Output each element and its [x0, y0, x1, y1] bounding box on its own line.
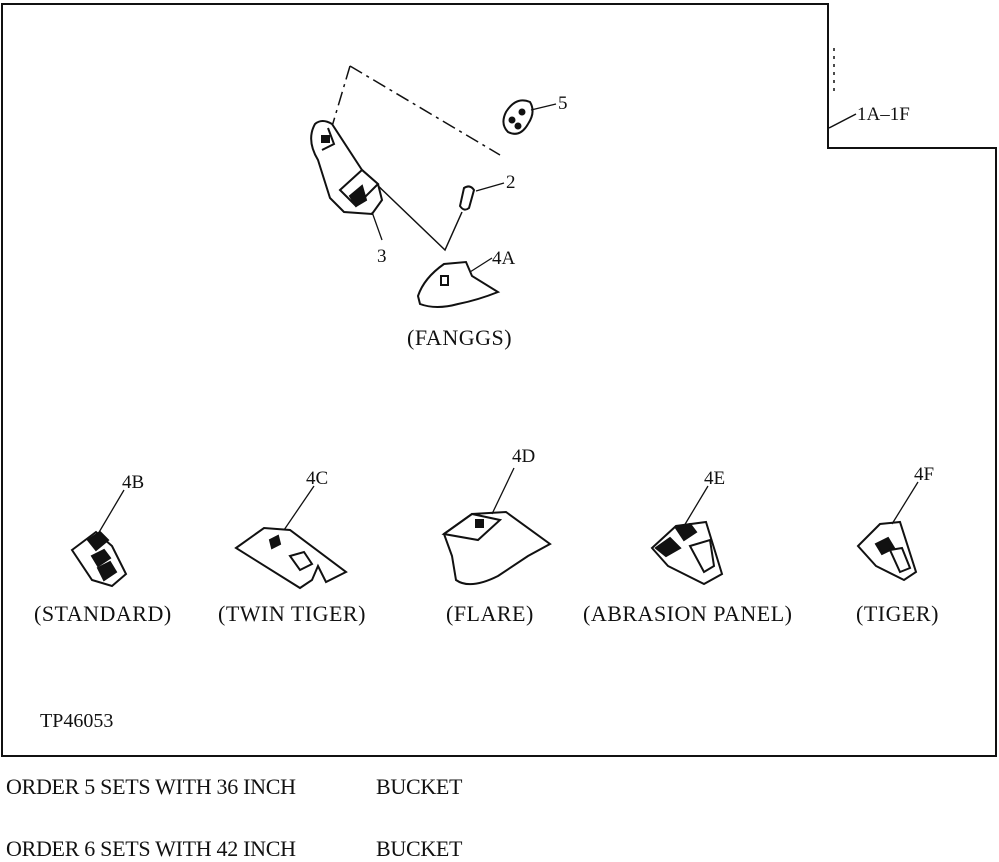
caption-flare: (FLARE): [446, 601, 534, 626]
figure-id: TP46053: [40, 710, 113, 732]
caption-standard: (STANDARD): [34, 601, 172, 626]
lock-part: [502, 99, 534, 135]
flare-tooth: [441, 510, 552, 586]
callout-4a: 4A: [492, 248, 516, 269]
twin-tiger-tooth: [234, 526, 348, 590]
callout-leader-5: [530, 103, 557, 111]
callout-leader-3: [371, 211, 383, 241]
order-note-42-text: ORDER 6 SETS WITH 42 INCH: [6, 836, 296, 861]
callout-4e: 4E: [704, 468, 725, 489]
assembly-line: [327, 65, 501, 156]
diagram-frame: [1, 3, 997, 757]
tiger-tooth: [856, 520, 918, 582]
callout-4c: 4C: [306, 468, 328, 489]
order-note-36-unit: BUCKET: [376, 774, 463, 799]
abrasion-panel-tooth: [650, 520, 724, 586]
order-note-36-text: ORDER 5 SETS WITH 36 INCH: [6, 774, 296, 799]
callout-leader-2: [475, 182, 505, 192]
callout-leader-4d: [491, 467, 515, 515]
callout-2: 2: [506, 172, 516, 193]
group-leader-line: [828, 113, 857, 129]
caption-abrasion-panel: (ABRASION PANEL): [583, 601, 792, 626]
callout-leader-4e: [683, 485, 709, 527]
callout-leader-4c: [283, 485, 315, 531]
group-label: 1A–1F: [857, 104, 910, 125]
fanggs-tooth: [416, 260, 501, 308]
order-note-36: ORDER 5 SETS WITH 36 INCH BUCKET: [6, 774, 463, 800]
callout-leader-4b: [97, 489, 125, 535]
callout-leader-4a: [469, 257, 493, 273]
assembly-line-lower: [371, 179, 463, 252]
caption-twin-tiger: (TWIN TIGER): [218, 601, 366, 626]
standard-tooth: [70, 530, 128, 588]
caption-fanggs: (FANGGS): [407, 325, 512, 350]
callout-4b: 4B: [122, 472, 144, 493]
callout-4f: 4F: [914, 464, 934, 485]
callout-3: 3: [377, 246, 387, 267]
pin-part: [458, 185, 476, 211]
callout-leader-4f: [891, 481, 919, 525]
callout-5: 5: [558, 93, 568, 114]
order-note-42-unit: BUCKET: [376, 836, 463, 861]
callout-4d: 4D: [512, 446, 535, 467]
caption-tiger: (TIGER): [856, 601, 939, 626]
adapter-part: [310, 120, 384, 216]
order-note-42: ORDER 6 SETS WITH 42 INCH BUCKET: [6, 836, 463, 862]
